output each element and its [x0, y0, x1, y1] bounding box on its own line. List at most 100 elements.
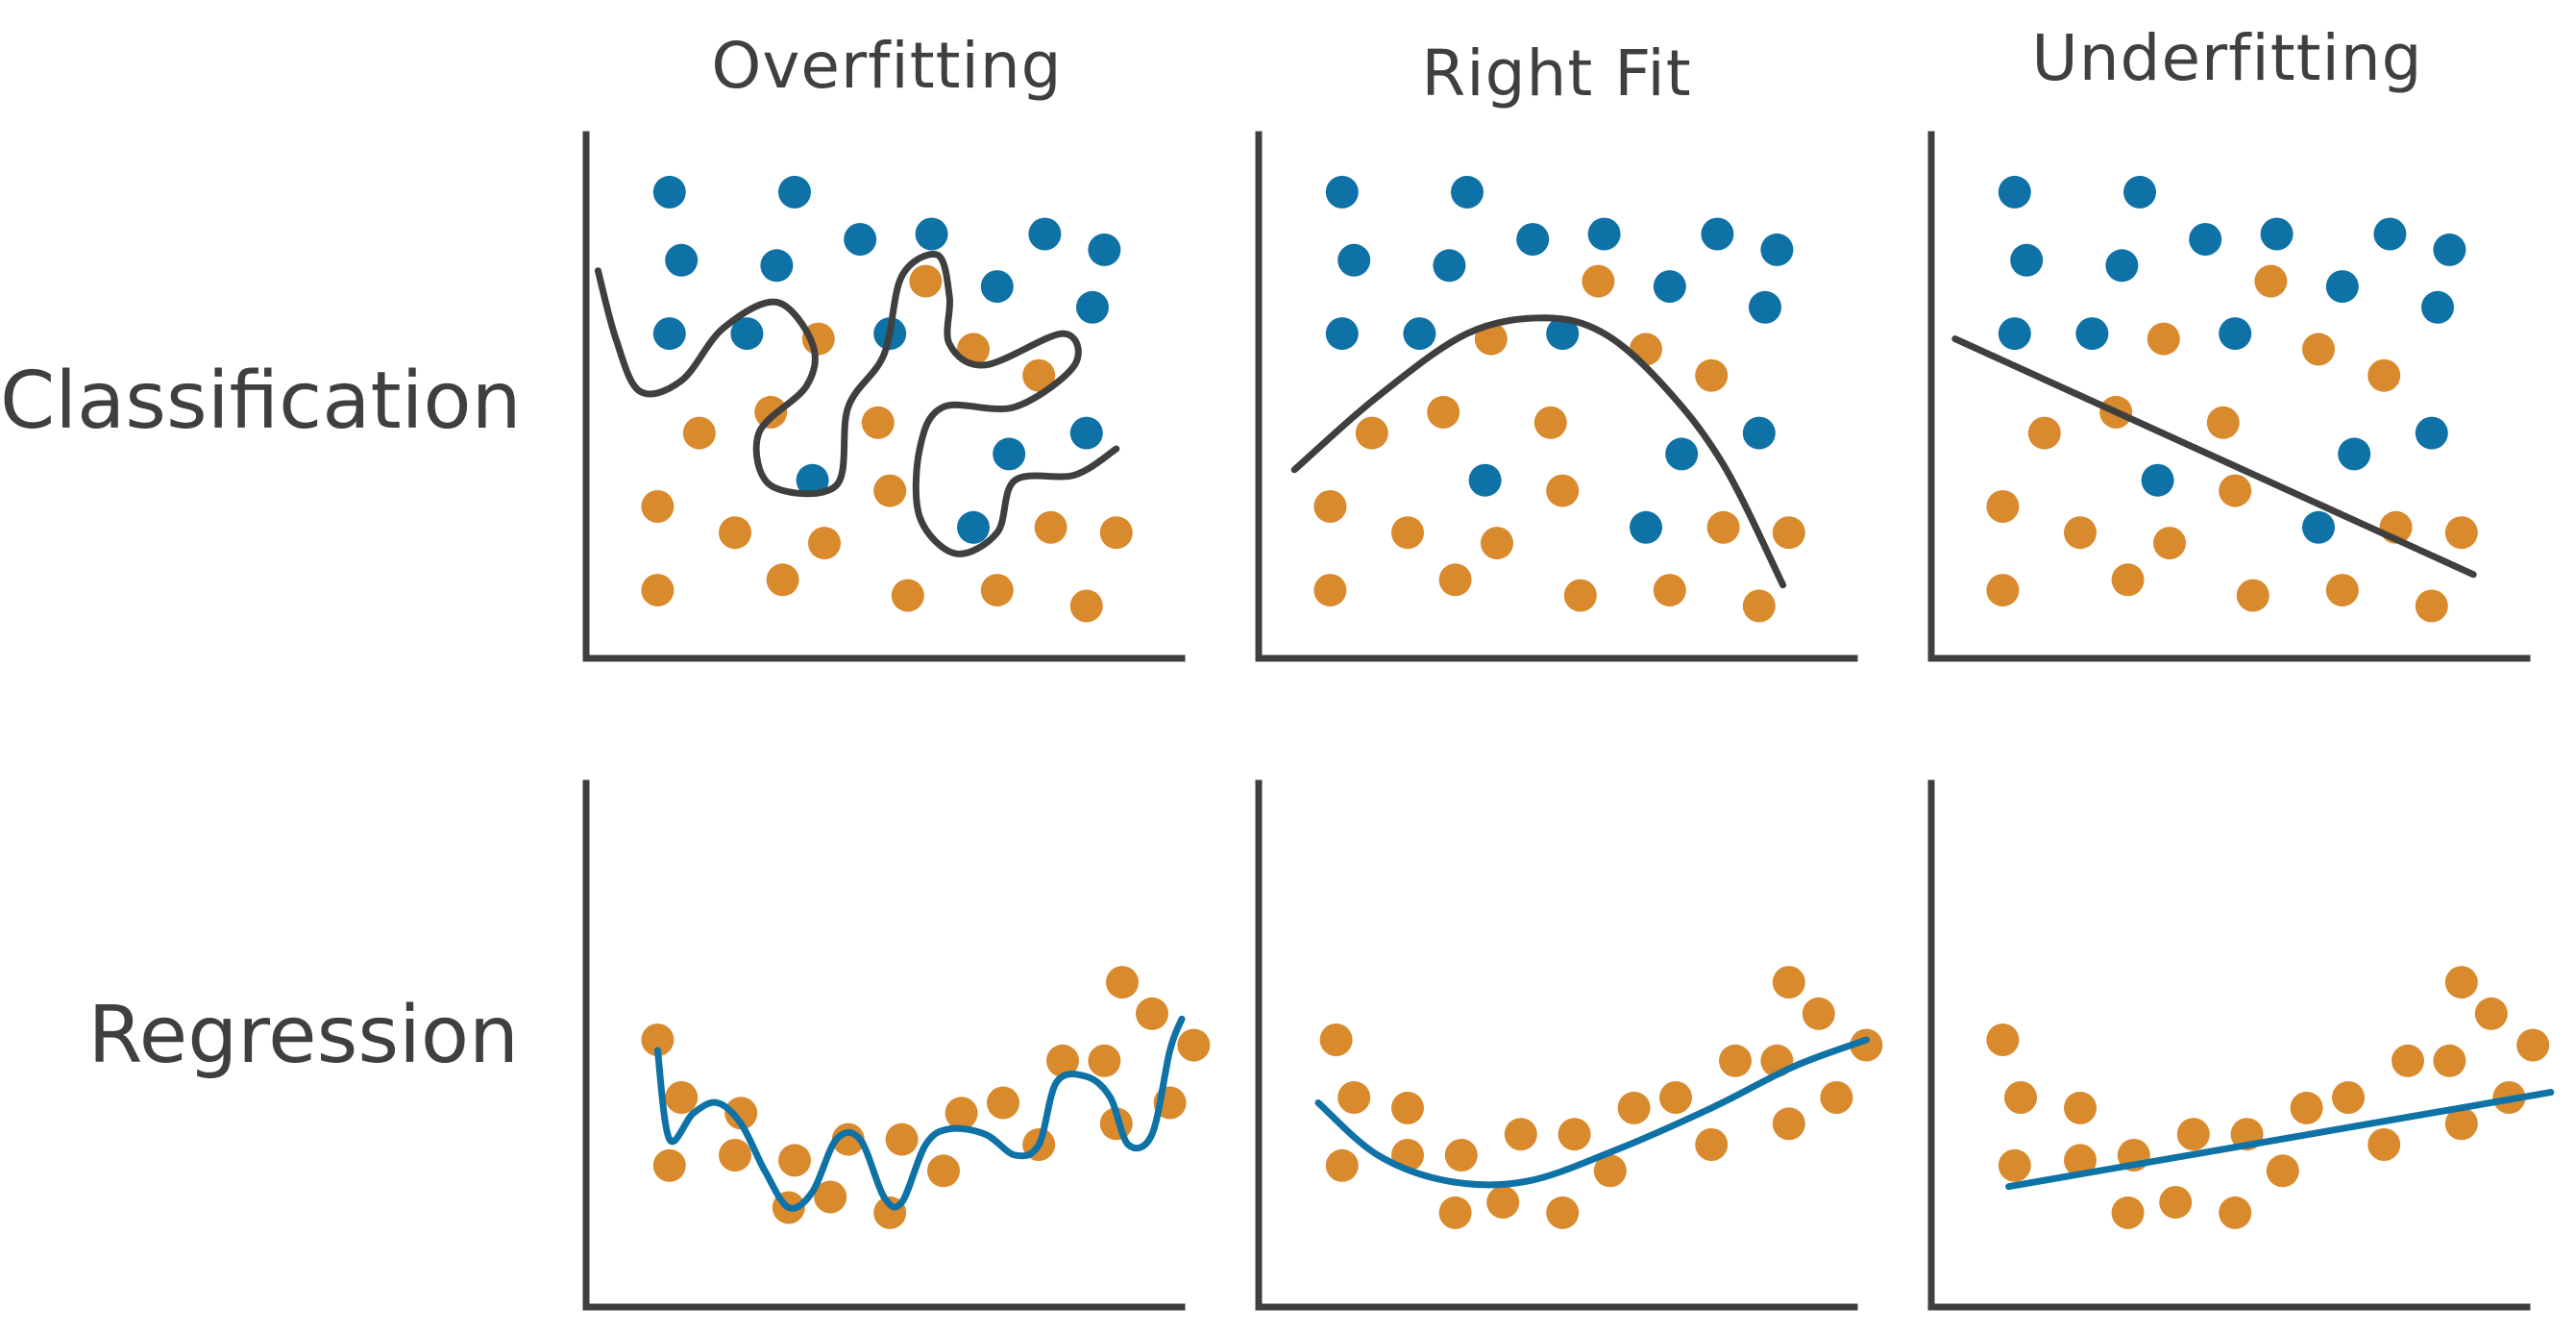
- data-point-blue: [796, 463, 829, 497]
- panel-regression-underfitting: [1927, 779, 2555, 1311]
- data-point-orange: [2206, 406, 2240, 439]
- data-point-orange: [2444, 966, 2478, 999]
- data-point-orange: [1772, 516, 1805, 550]
- data-point-orange: [2415, 589, 2448, 623]
- data-point-orange: [987, 1086, 1019, 1120]
- data-point-orange: [1313, 490, 1347, 523]
- data-point-orange: [861, 406, 895, 439]
- data-point-orange: [2325, 574, 2359, 607]
- data-point-orange: [2111, 1196, 2145, 1229]
- data-point-blue: [2123, 175, 2156, 209]
- data-point-orange: [1136, 997, 1168, 1030]
- data-point-blue: [957, 510, 990, 544]
- data-point-orange: [891, 579, 924, 612]
- data-point-orange: [808, 527, 841, 560]
- decision-boundary: [1290, 314, 1787, 589]
- data-point-orange: [2027, 416, 2061, 450]
- data-point-blue: [1325, 175, 1359, 209]
- data-point-orange: [641, 1024, 675, 1056]
- column-title-overfitting: Overfitting: [711, 29, 1063, 103]
- panel-regression-overfitting: [582, 779, 1211, 1311]
- data-point-orange: [1099, 516, 1133, 550]
- data-point-orange: [1706, 510, 1740, 544]
- data-point-orange: [2367, 1128, 2401, 1161]
- panel-axes: [582, 131, 1186, 662]
- data-point-orange: [641, 574, 675, 607]
- data-point-orange: [682, 416, 716, 450]
- data-point-orange: [2444, 1107, 2478, 1141]
- data-point-blue: [1630, 510, 1662, 544]
- data-point-orange: [1427, 395, 1460, 429]
- data-point-orange: [1106, 966, 1139, 999]
- data-point-orange: [766, 563, 799, 597]
- data-point-blue: [2219, 317, 2252, 351]
- data-point-orange: [927, 1154, 960, 1188]
- data-point-orange: [1546, 1196, 1580, 1229]
- data-point-blue: [1749, 290, 1781, 324]
- data-point-blue: [2105, 249, 2139, 283]
- data-point-blue: [2141, 463, 2174, 497]
- data-point-orange: [2111, 563, 2145, 597]
- data-point-blue: [1701, 217, 1734, 251]
- decision-boundary: [1951, 335, 2477, 579]
- data-point-orange: [945, 1097, 978, 1130]
- data-point-orange: [1802, 997, 1835, 1030]
- data-point-blue: [993, 437, 1026, 471]
- data-point-orange: [2147, 322, 2180, 356]
- data-point-blue: [2325, 270, 2359, 304]
- panel-axes: [1927, 779, 2531, 1311]
- data-point-orange: [754, 395, 788, 429]
- data-point-orange: [2367, 358, 2401, 392]
- data-point-orange: [2176, 1118, 2210, 1151]
- data-point-orange: [2516, 1028, 2550, 1062]
- data-point-orange: [1719, 1044, 1752, 1077]
- data-point-blue: [1665, 437, 1699, 471]
- data-point-orange: [2153, 527, 2186, 560]
- data-point-orange: [2290, 1091, 2323, 1124]
- panel-classification-underfitting: [1927, 131, 2531, 662]
- data-point-orange: [1391, 1091, 1424, 1124]
- data-point-blue: [2010, 243, 2044, 277]
- data-point-orange: [2236, 579, 2269, 612]
- data-point-orange: [1659, 1081, 1692, 1114]
- data-point-blue: [1468, 463, 1502, 497]
- data-point-orange: [2474, 997, 2508, 1030]
- data-point-orange: [1088, 1044, 1121, 1077]
- data-point-orange: [641, 490, 675, 523]
- data-point-orange: [1582, 264, 1615, 298]
- data-point-blue: [1451, 175, 1484, 209]
- regression-fit-line: [2005, 1089, 2555, 1191]
- data-point-orange: [2004, 1081, 2037, 1114]
- data-point-orange: [1325, 1148, 1359, 1182]
- data-point-orange: [1546, 474, 1580, 507]
- data-point-orange: [2433, 1044, 2466, 1077]
- data-point-blue: [665, 243, 699, 277]
- data-point-orange: [1319, 1024, 1353, 1056]
- data-point-orange: [1986, 490, 2020, 523]
- data-point-blue: [1069, 416, 1103, 450]
- row-title-regression: Regression: [87, 990, 519, 1081]
- data-point-orange: [2064, 1144, 2097, 1177]
- data-point-orange: [778, 1144, 811, 1177]
- data-point-orange: [1653, 574, 1686, 607]
- data-point-orange: [652, 1148, 686, 1182]
- data-point-orange: [1695, 1128, 1729, 1161]
- regression-fit-line: [1314, 1036, 1870, 1189]
- data-point-orange: [2254, 264, 2288, 298]
- data-point-orange: [1034, 510, 1067, 544]
- data-point-orange: [1986, 574, 2020, 607]
- data-point-orange: [1850, 1028, 1883, 1062]
- data-point-orange: [1695, 358, 1729, 392]
- data-point-orange: [1986, 1024, 2020, 1056]
- data-point-orange: [1355, 416, 1388, 450]
- data-point-orange: [1563, 579, 1597, 612]
- data-point-blue: [1998, 317, 2031, 351]
- decision-boundary: [594, 251, 1120, 557]
- data-point-orange: [1820, 1081, 1853, 1114]
- data-point-blue: [1433, 249, 1466, 283]
- data-point-blue: [1653, 270, 1686, 304]
- data-point-blue: [1088, 233, 1121, 266]
- data-point-orange: [1337, 1081, 1371, 1114]
- data-point-orange: [2219, 1196, 2252, 1229]
- data-point-orange: [1022, 358, 1056, 392]
